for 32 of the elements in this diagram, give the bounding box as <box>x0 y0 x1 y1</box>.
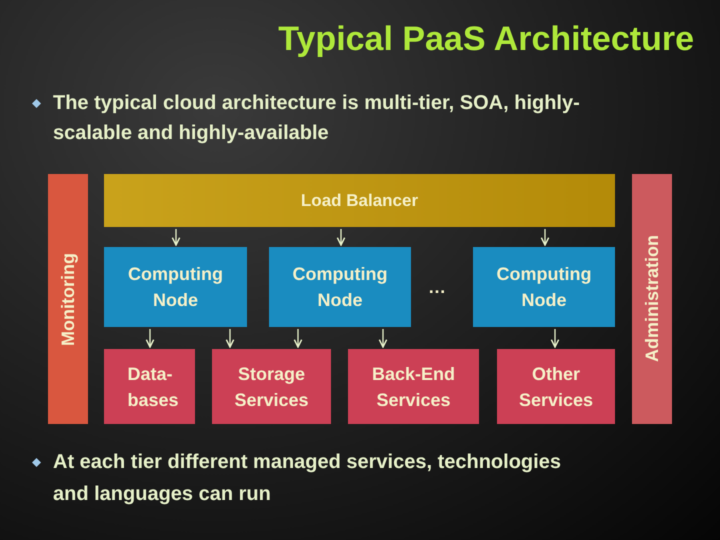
arrow <box>336 229 346 246</box>
arrow <box>540 229 550 246</box>
arrow <box>294 329 302 348</box>
arrow <box>226 329 234 348</box>
slide-title: Typical PaaS Architecture <box>278 19 694 60</box>
ellipsis-text: … <box>428 276 446 299</box>
compute-box <box>104 247 247 327</box>
node-label: Load Balancer <box>300 190 420 212</box>
arrow <box>550 329 560 348</box>
bullet-text: The typical cloud architecture is multi-tier, SOA, highly-scalable and highly-available <box>53 91 581 146</box>
compute-box <box>473 247 615 327</box>
bullet-text: At each tier different managed services, technologies and languages can run <box>53 450 562 507</box>
node-label: Administration <box>640 235 662 362</box>
arrow <box>146 329 154 348</box>
node-label: Back-End Services <box>370 362 456 412</box>
balancer-bar <box>104 174 615 227</box>
service-box <box>104 349 195 424</box>
node-label: Computing Node <box>127 263 224 312</box>
arrow <box>378 329 388 348</box>
service-box <box>348 349 479 424</box>
compute-box <box>269 247 411 327</box>
side-bar <box>48 174 88 424</box>
service-box <box>497 349 615 424</box>
node-label: Computing Node <box>292 263 388 312</box>
node-label: Storage Services <box>233 362 310 412</box>
side-bar <box>632 174 672 424</box>
arrow <box>172 229 180 246</box>
node-label: Other Services <box>518 362 594 412</box>
node-label: Computing Node <box>496 263 592 312</box>
service-box <box>212 349 331 424</box>
node-label: Data- bases <box>126 362 180 412</box>
node-label: Monitoring <box>56 252 79 346</box>
